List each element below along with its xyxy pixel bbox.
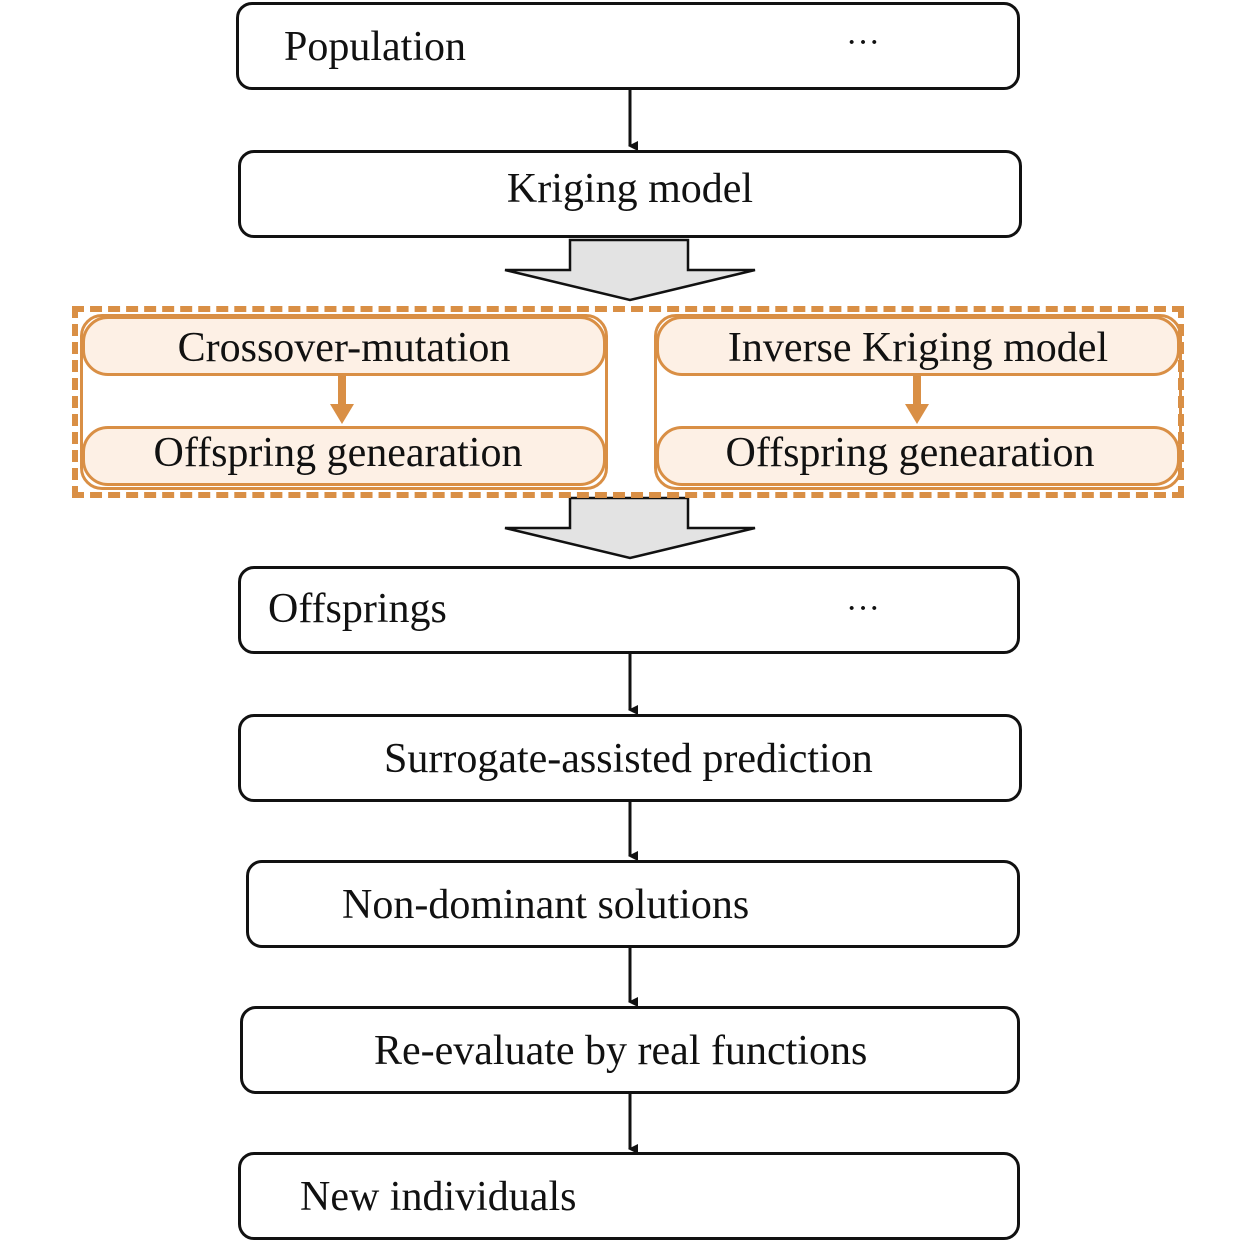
offsprings-node (238, 566, 1020, 654)
orange-arrow-right (905, 376, 929, 424)
offsprings-label: Offsprings (268, 586, 447, 632)
crossover-mutation-node (82, 316, 606, 376)
kriging-model-label: Kriging model (506, 166, 754, 212)
surrogate-prediction-node (238, 714, 1022, 802)
non-dominant-label: Non-dominant solutions (342, 882, 750, 928)
inverse-kriging-branch (654, 314, 1182, 490)
reevaluate-node (240, 1006, 1020, 1094)
population-node (236, 2, 1020, 90)
offspring-generation-right-label: Offspring genearation (725, 430, 1095, 476)
non-dominant-node (246, 860, 1020, 948)
orange-arrow-left (330, 376, 354, 424)
crossover-branch (80, 314, 608, 490)
new-individuals-node (238, 1152, 1020, 1240)
crossover-mutation-label: Crossover-mutation (177, 325, 511, 371)
kriging-model-node (238, 150, 1022, 238)
offsprings-ellipsis: ··· (846, 590, 880, 627)
reevaluate-label: Re-evaluate by real functions (374, 1028, 868, 1074)
inverse-kriging-label: Inverse Kriging model (727, 325, 1109, 371)
population-ellipsis: ··· (846, 24, 880, 61)
new-individuals-label: New individuals (300, 1174, 577, 1220)
block-arrow-down-2 (504, 496, 756, 560)
offspring-generation-left-node (82, 426, 606, 486)
offspring-generation-left-label: Offspring genearation (153, 430, 523, 476)
surrogate-prediction-label: Surrogate-assisted prediction (384, 736, 873, 782)
block-arrow-down-1 (504, 238, 756, 302)
offspring-generation-right-node (656, 426, 1180, 486)
inverse-kriging-node (656, 316, 1180, 376)
population-label: Population (284, 24, 467, 70)
